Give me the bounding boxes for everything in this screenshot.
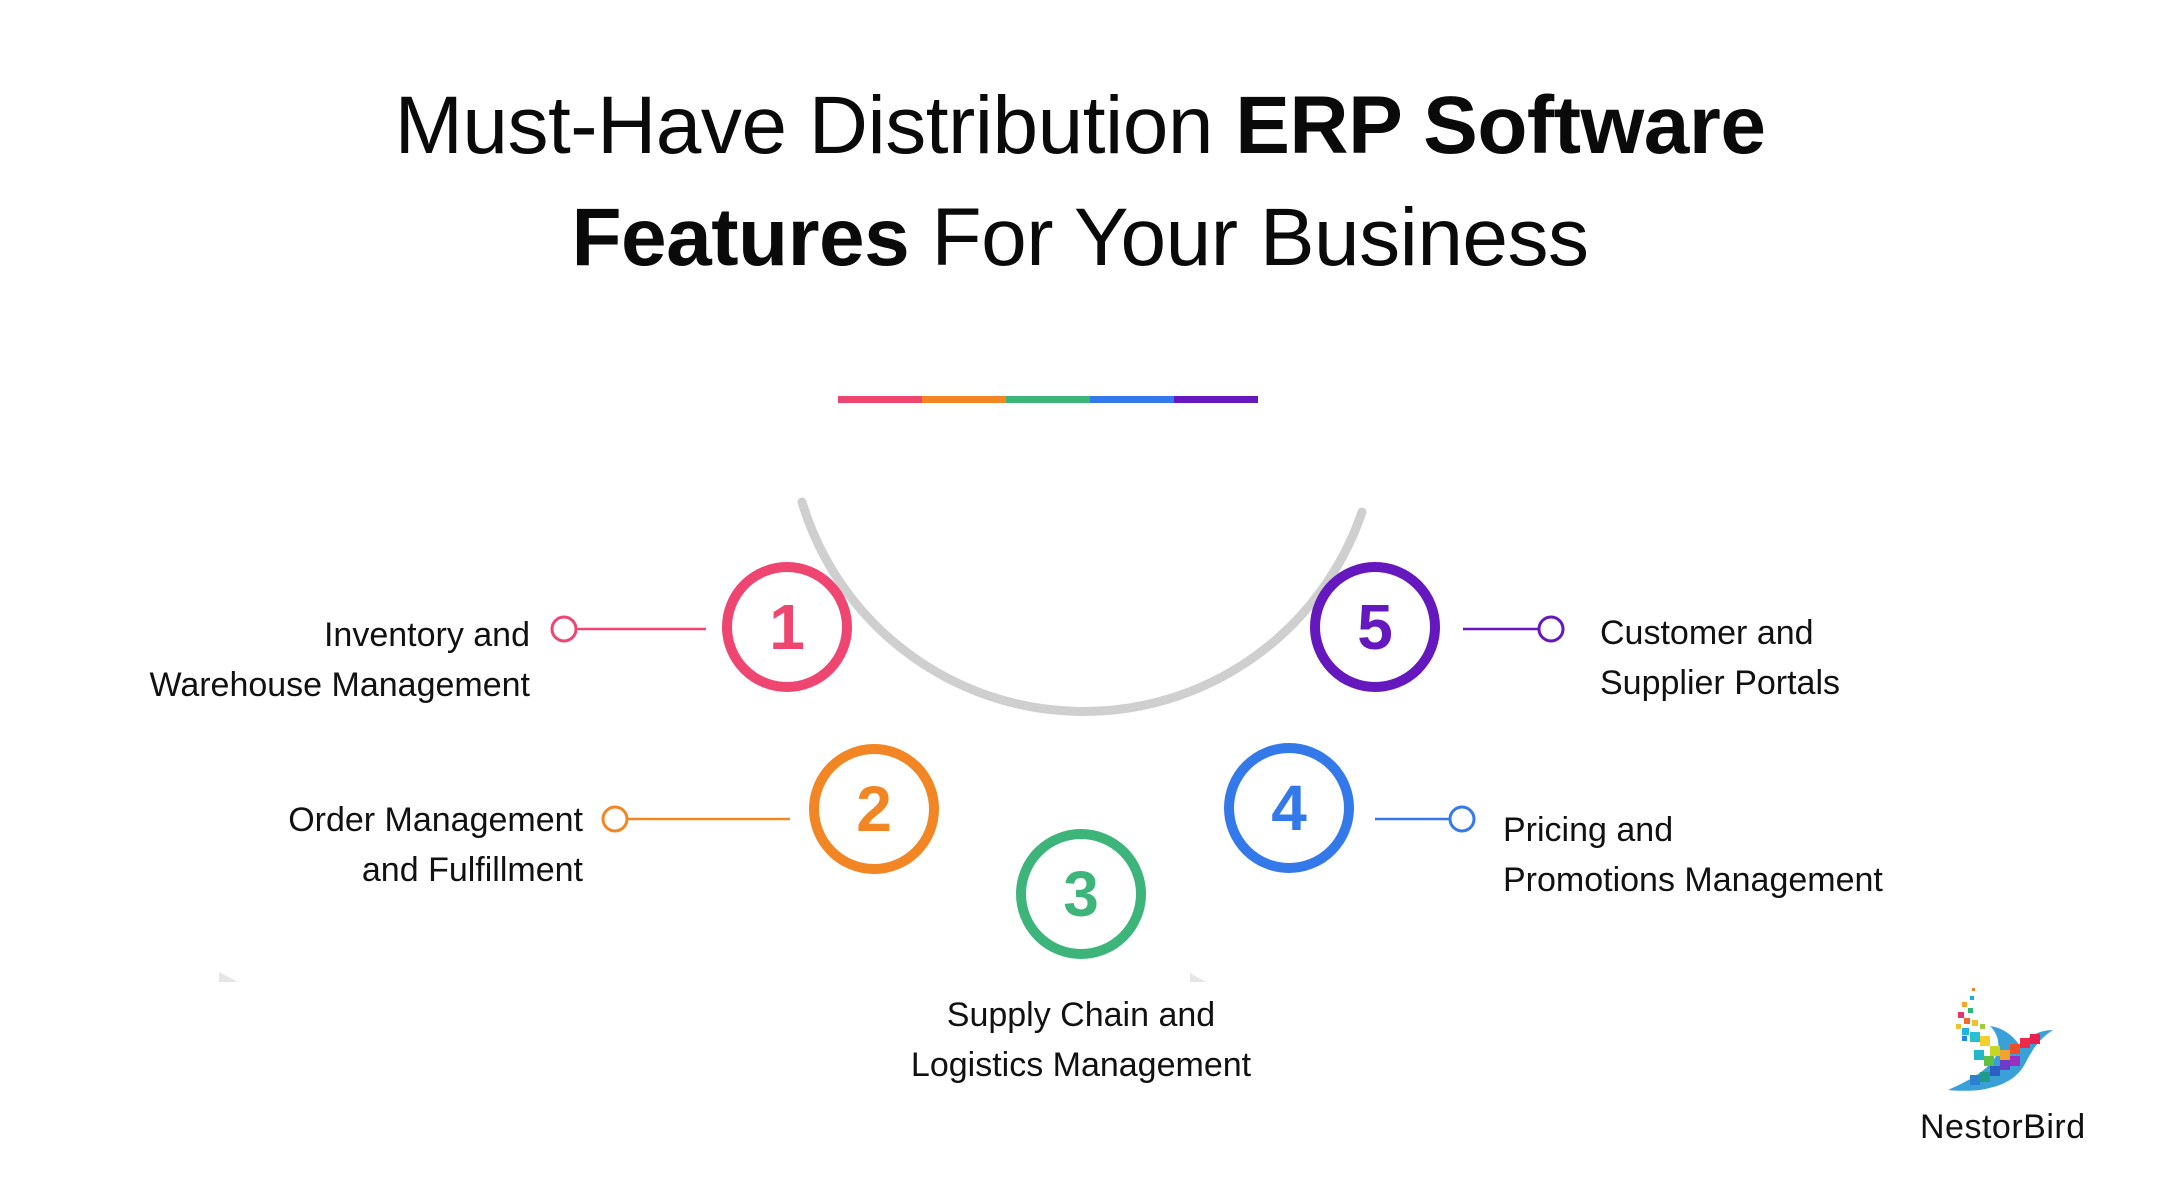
step-1-label-line-2: Warehouse Management (149, 666, 530, 704)
title-line-2-bold: Features (571, 192, 910, 283)
brand-name: NestorBird (1920, 1108, 2086, 1146)
step-5-label-line-1: Customer and (1600, 614, 1814, 652)
step-5-label: Customer and Supplier Portals (1600, 608, 1840, 708)
color-divider-bar (838, 396, 1258, 403)
color-segment-pink (838, 396, 922, 403)
step-4-ring (1224, 743, 1354, 873)
step-1-number: 1 (769, 591, 805, 663)
step-1-label: Inventory and Warehouse Management (149, 610, 530, 710)
connector-2 (601, 805, 790, 833)
step-2-label: Order Management and Fulfillment (288, 795, 583, 895)
color-segment-purple (1174, 396, 1258, 403)
step-4-label-line-2: Promotions Management (1503, 861, 1883, 899)
step-2-ring (809, 744, 939, 874)
step-4-label: Pricing and Promotions Management (1503, 805, 1883, 905)
step-3-number: 3 (1063, 858, 1099, 930)
step-4-number: 4 (1271, 772, 1307, 844)
title-line-1: Must-Have Distribution ERP Software (0, 70, 2160, 182)
connector-5 (1463, 615, 1565, 643)
color-segment-orange (922, 396, 1006, 403)
step-4-label-line-1: Pricing and (1503, 811, 1674, 849)
step-3-label: Supply Chain and Logistics Management (781, 990, 1381, 1090)
color-segment-green (1006, 396, 1090, 403)
title-line-1-regular: Must-Have Distribution (394, 80, 1236, 171)
title-line-1-bold: ERP Software (1235, 80, 1766, 171)
connector-4 (1375, 805, 1476, 833)
step-1-ring (722, 562, 852, 692)
gray-arc-path (797, 497, 1367, 716)
connector-1 (550, 615, 706, 643)
title-line-2: Features For Your Business (0, 182, 2160, 294)
step-1-label-line-1: Inventory and (323, 616, 530, 654)
step-5-number: 5 (1357, 591, 1393, 663)
step-5-label-line-2: Supplier Portals (1600, 664, 1841, 702)
step-3-ring (1016, 829, 1146, 959)
step-3-label-line-2: Logistics Management (910, 1046, 1252, 1084)
step-3-label-line-1: Supply Chain and (946, 996, 1216, 1034)
decorative-triangle-left (219, 972, 238, 982)
color-segment-blue (1090, 396, 1174, 403)
step-2-number: 2 (856, 773, 892, 845)
step-2-label-line-2: and Fulfillment (361, 851, 583, 889)
page-title: Must-Have Distribution ERP Software Feat… (0, 70, 2160, 294)
pixel-bird-icon (1948, 988, 2053, 1091)
title-line-2-regular: For Your Business (909, 192, 1590, 283)
step-2-label-line-1: Order Management (288, 801, 583, 839)
step-5-ring (1310, 562, 1440, 692)
decorative-triangle-center (1190, 973, 1206, 982)
